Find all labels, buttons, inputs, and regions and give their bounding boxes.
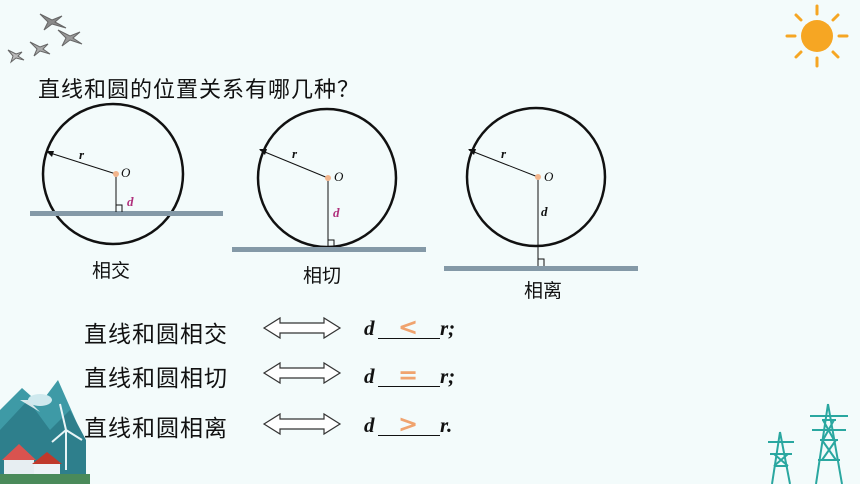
center-point-3 bbox=[535, 174, 541, 180]
right-angle-mark-2 bbox=[328, 239, 335, 247]
formula-d: d bbox=[364, 316, 375, 340]
radius-label-2: r bbox=[292, 146, 298, 161]
center-point-2 bbox=[325, 175, 331, 181]
right-angle-mark-3 bbox=[538, 258, 545, 266]
center-label-1: O bbox=[121, 165, 131, 180]
answer-blank bbox=[378, 386, 440, 387]
formula-r: r; bbox=[440, 316, 456, 340]
formula-intersect: d < r; bbox=[364, 313, 484, 346]
caption-tangent: 相切 bbox=[303, 265, 342, 287]
radius-arrow-3 bbox=[468, 149, 476, 155]
line-3 bbox=[444, 266, 638, 271]
circle-1 bbox=[41, 102, 185, 246]
less-than-symbol: < bbox=[398, 313, 419, 341]
formula-separate: d > r. bbox=[364, 410, 484, 443]
right-angle-mark-1 bbox=[116, 204, 123, 212]
relation-name-tangent: 直线和圆相切 bbox=[84, 366, 228, 392]
relation-name-separate: 直线和圆相离 bbox=[84, 416, 228, 442]
relation-name-intersect: 直线和圆相交 bbox=[84, 322, 228, 348]
distance-label-1: d bbox=[127, 194, 134, 209]
power-tower-icon bbox=[768, 403, 848, 484]
diagram-separate: r O d bbox=[444, 106, 638, 271]
radius-label-3: r bbox=[501, 146, 507, 161]
diagram-intersect: r O d bbox=[30, 102, 223, 246]
double-arrow-3 bbox=[262, 412, 342, 436]
radius-2 bbox=[259, 149, 329, 179]
wind-turbine-landscape-icon bbox=[0, 380, 90, 484]
formula-d: d bbox=[364, 364, 375, 388]
answer-blank bbox=[378, 338, 440, 339]
center-label-2: O bbox=[334, 169, 344, 184]
double-arrow-2 bbox=[262, 361, 342, 385]
center-point-1 bbox=[113, 171, 119, 177]
formula-r: r. bbox=[440, 413, 453, 437]
diagram-tangent: r O d bbox=[232, 107, 426, 252]
radius-1 bbox=[46, 151, 117, 175]
sun-icon bbox=[785, 4, 849, 68]
formula-r: r; bbox=[440, 364, 456, 388]
formula-d: d bbox=[364, 413, 375, 437]
radius-label-1: r bbox=[79, 147, 85, 162]
line-1 bbox=[30, 211, 223, 216]
caption-separate: 相离 bbox=[524, 280, 563, 302]
line-2 bbox=[232, 247, 426, 252]
double-arrow-1 bbox=[262, 316, 342, 340]
distance-label-3: d bbox=[541, 204, 548, 219]
radius-3 bbox=[468, 149, 539, 178]
circle-3 bbox=[465, 106, 607, 248]
answer-blank bbox=[378, 435, 440, 436]
caption-intersect: 相交 bbox=[92, 260, 131, 282]
center-label-3: O bbox=[544, 169, 554, 184]
radius-arrow-2 bbox=[259, 149, 267, 155]
question-title: 直线和圆的位置关系有哪几种？ bbox=[38, 78, 361, 103]
radius-arrow-1 bbox=[46, 151, 54, 157]
formula-tangent: d = r; bbox=[364, 361, 484, 394]
flying-cranes-icon bbox=[7, 13, 83, 64]
equals-symbol: = bbox=[398, 361, 419, 389]
distance-label-2: d bbox=[333, 205, 340, 220]
greater-than-symbol: > bbox=[398, 410, 419, 438]
